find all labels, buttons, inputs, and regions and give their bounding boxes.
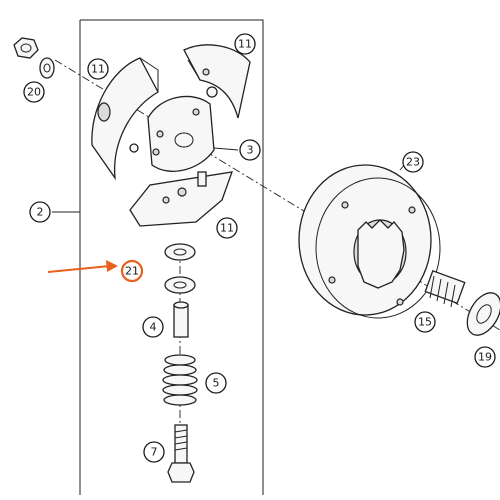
callout-11-left-label: 11 (91, 63, 105, 76)
callout-7-label: 7 (151, 446, 158, 459)
nut-part (13, 37, 39, 59)
callout-2-label: 2 (37, 206, 44, 219)
callout-15: 15 (414, 311, 436, 333)
assembly-frame (79, 19, 264, 495)
callout-11-top: 11 (234, 33, 256, 55)
callout-3: 3 (239, 139, 261, 161)
callout-15-label: 15 (418, 316, 432, 329)
callout-20: 20 (23, 81, 45, 103)
washer-20-part (39, 57, 55, 79)
callout-23: 23 (402, 151, 424, 173)
callout-2: 2 (29, 201, 51, 223)
callout-20-label: 20 (27, 86, 41, 99)
sleeve-4-part (173, 301, 189, 338)
callout-5: 5 (205, 372, 227, 394)
callout-5-label: 5 (213, 377, 220, 390)
callout-11-bottom: 11 (216, 217, 238, 239)
highlight-arrow (47, 260, 118, 273)
callout-4-label: 4 (150, 321, 157, 334)
clutch-shoe-bottom (129, 171, 233, 227)
callout-11-bottom-label: 11 (220, 222, 234, 235)
callout-21: 21 (120, 259, 144, 283)
callout-21-label: 21 (125, 265, 139, 278)
callout-4: 4 (142, 316, 164, 338)
callout-3-label: 3 (247, 144, 254, 157)
clutch-shoe-left (91, 57, 159, 181)
bolt-7-part (167, 424, 195, 483)
spring-5-part (162, 354, 198, 406)
clutch-drum-part (298, 164, 441, 319)
callout-11-left: 11 (87, 58, 109, 80)
callout-11-top-label: 11 (238, 38, 252, 51)
callout-23-label: 23 (406, 156, 420, 169)
washer-21-part (164, 243, 196, 294)
callout-19-label: 19 (478, 351, 492, 364)
clutch-shoe-top (183, 44, 251, 119)
washer-19-part (466, 292, 500, 336)
callout-7: 7 (143, 441, 165, 463)
clutch-hub-part (147, 95, 215, 172)
callout-19: 19 (474, 346, 496, 368)
needle-bearing-part (424, 270, 466, 308)
leader-3 (213, 147, 239, 151)
